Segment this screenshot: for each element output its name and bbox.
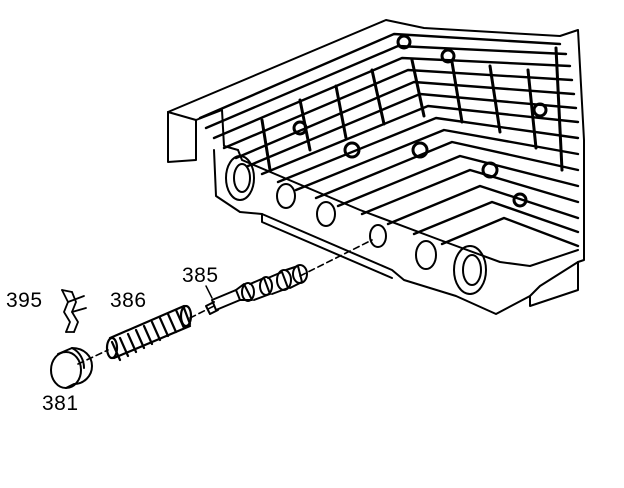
callout-381: 381 <box>42 392 79 415</box>
callout-leaders <box>205 285 213 299</box>
callout-385: 385 <box>182 264 219 287</box>
part-386-spring <box>105 304 193 362</box>
housing-rib-detail <box>260 34 564 208</box>
part-385-valve <box>205 264 308 315</box>
housing-port-holes <box>225 155 487 295</box>
part-381-plug <box>50 347 93 389</box>
housing-channel-detail <box>198 32 580 248</box>
callout-395: 395 <box>6 289 43 312</box>
valve-body-housing <box>167 19 585 315</box>
part-395-retainer-clip <box>61 289 87 333</box>
callout-386: 386 <box>110 289 147 312</box>
